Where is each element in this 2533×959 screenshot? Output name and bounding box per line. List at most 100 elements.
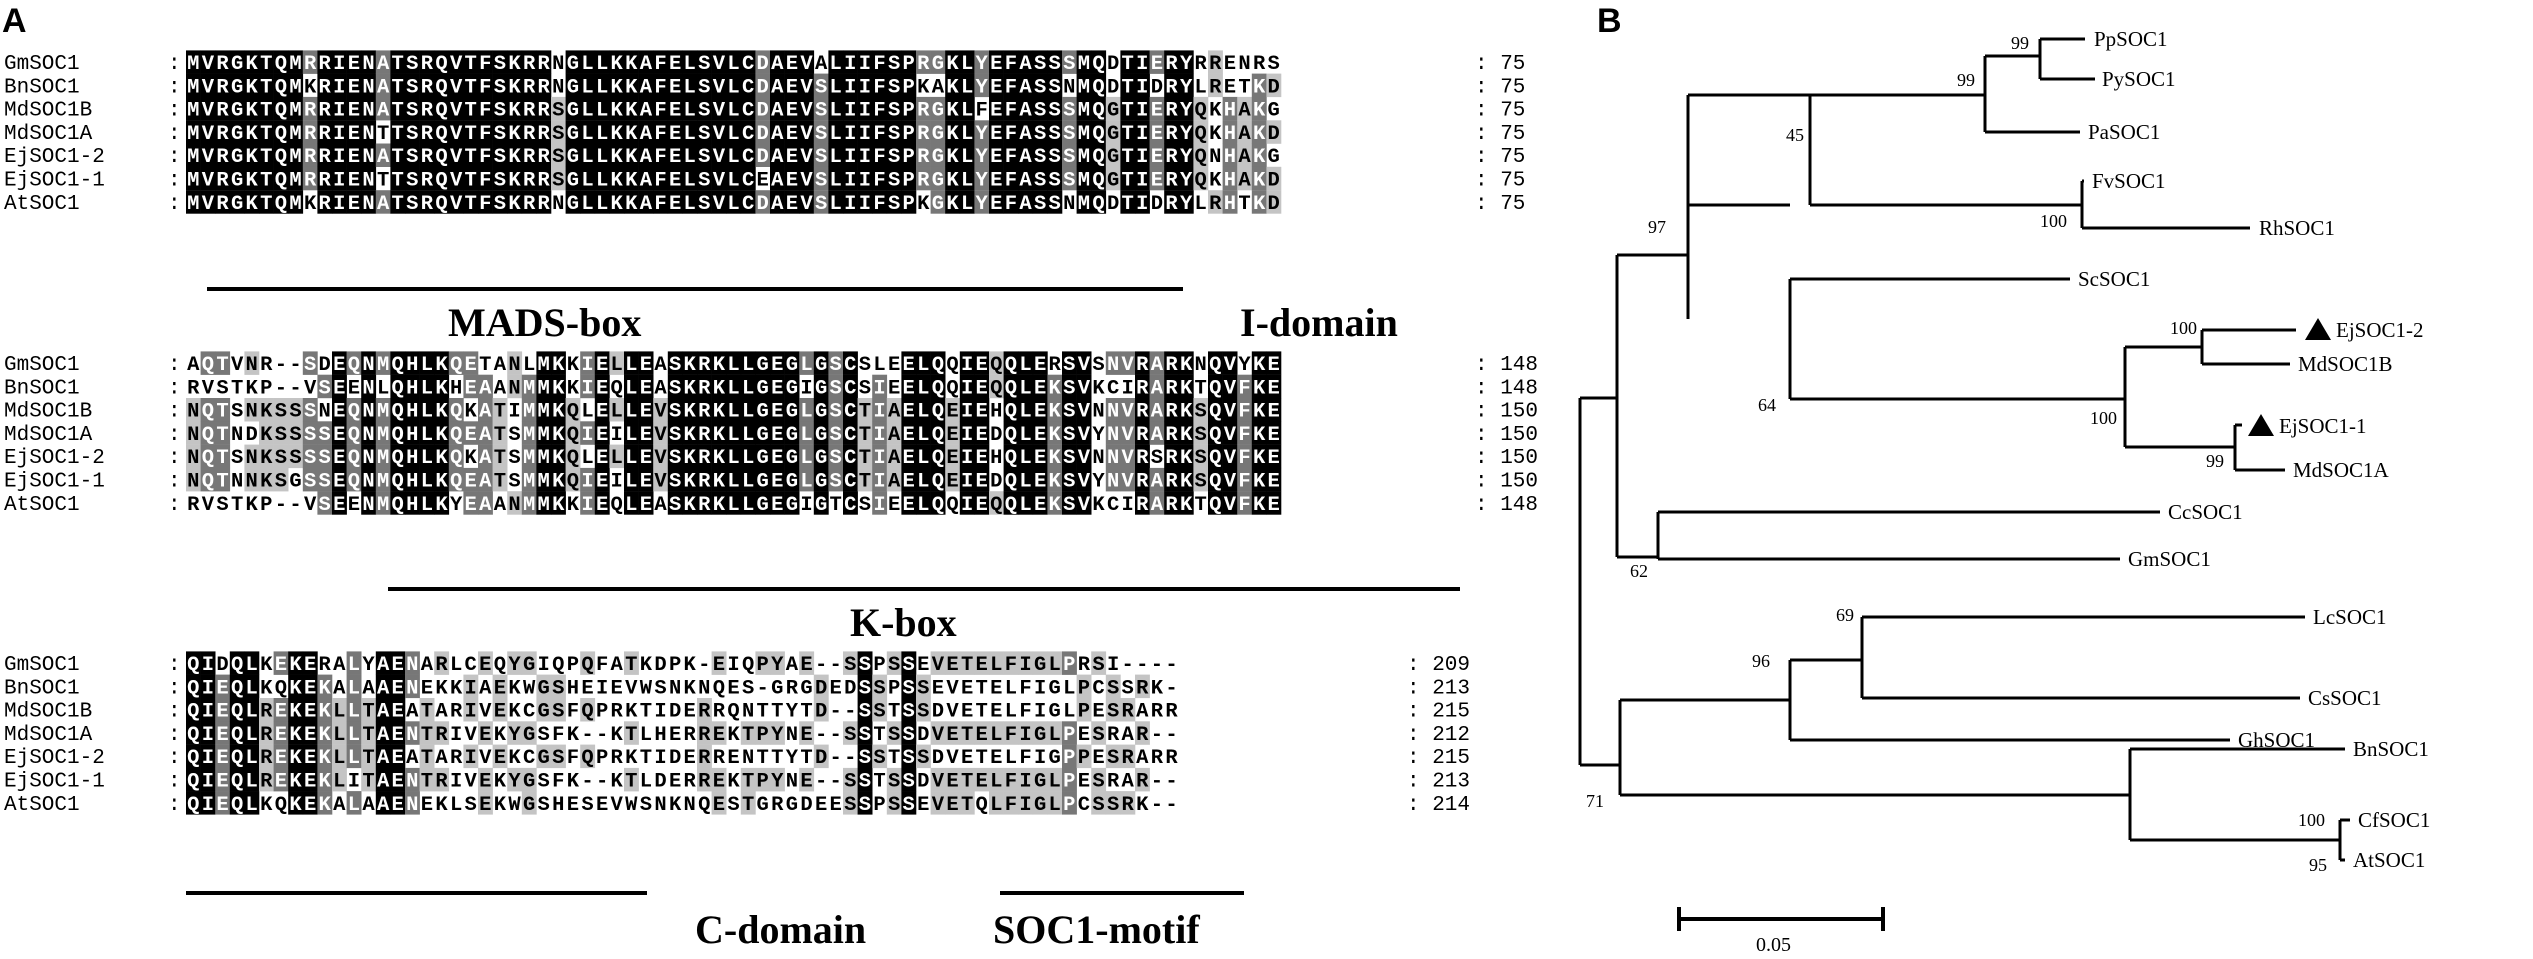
residue: A — [333, 677, 346, 700]
residue: E — [479, 771, 491, 794]
residue: E — [304, 747, 316, 770]
residue-shade — [434, 166, 450, 191]
residue: P — [669, 654, 681, 677]
residue: F — [654, 76, 666, 99]
residue: N — [654, 794, 666, 817]
residue: N — [406, 794, 418, 817]
residue: H — [1224, 123, 1236, 146]
residue: G — [815, 494, 827, 517]
residue: A — [815, 53, 828, 76]
residue: V — [1224, 424, 1237, 447]
taxon-label: CcSOC1 — [2168, 500, 2243, 524]
residue: D — [917, 771, 929, 794]
residue-shade — [215, 190, 231, 214]
residue: E — [1268, 494, 1280, 517]
residue: S — [859, 494, 871, 517]
bootstrap-value: 99 — [1957, 70, 1975, 90]
sequence-end-number: : 148 — [1475, 494, 1538, 517]
residue: Q — [187, 747, 199, 770]
residue: M — [1078, 170, 1090, 193]
residue: P — [567, 654, 579, 677]
residue: F — [654, 100, 666, 123]
residue: S — [1063, 494, 1075, 517]
residue: K — [1092, 377, 1105, 400]
residue: E — [815, 794, 827, 817]
residue: K — [713, 424, 726, 447]
residue: F — [552, 724, 564, 747]
residue: S — [859, 747, 871, 770]
residue: A — [1151, 377, 1164, 400]
residue: R — [698, 747, 711, 770]
residue: T — [1195, 494, 1207, 517]
residue-shade — [697, 143, 712, 167]
residue: S — [917, 677, 929, 700]
residue: N — [1209, 146, 1221, 169]
scale-bar-label: 0.05 — [1756, 934, 1791, 956]
residue-shade — [229, 96, 245, 121]
separator-colon: : — [168, 747, 181, 770]
residue: R — [611, 747, 624, 770]
residue: C — [742, 100, 754, 123]
residue-shade — [580, 120, 596, 144]
residue: S — [859, 354, 871, 377]
residue: N — [1238, 53, 1250, 76]
residue: L — [800, 424, 812, 447]
residue: K — [260, 471, 273, 494]
taxon-label: RhSOC1 — [2259, 216, 2335, 240]
residue-shade — [1003, 190, 1019, 214]
residue-shade — [536, 50, 552, 74]
residue-shade — [638, 190, 654, 214]
residue: K — [1253, 471, 1266, 494]
residue-shade — [857, 96, 873, 121]
residue: S — [1107, 701, 1119, 724]
residue: G — [231, 170, 243, 193]
residue: K — [289, 654, 302, 677]
residue: S — [581, 794, 593, 817]
residue: K — [640, 654, 653, 677]
residue: R — [1165, 123, 1178, 146]
residue: I — [961, 447, 973, 470]
tree-branch — [2200, 328, 2296, 366]
residue: C — [742, 170, 754, 193]
residue: A — [1122, 724, 1135, 747]
residue-shade — [536, 166, 552, 191]
residue: L — [917, 471, 929, 494]
residue: E — [946, 724, 958, 747]
residue-shade — [565, 143, 581, 167]
residue: F — [1005, 100, 1017, 123]
residue: P — [1063, 794, 1075, 817]
residue: V — [713, 100, 726, 123]
residue: E — [669, 170, 681, 193]
residue: Y — [1180, 123, 1193, 146]
residue-shade — [667, 190, 683, 214]
residue: R — [1122, 794, 1135, 817]
residue: D — [757, 100, 769, 123]
residue: I — [859, 146, 871, 169]
tree-branch — [2038, 37, 2095, 81]
residue: S — [494, 53, 506, 76]
residue: V — [1224, 494, 1237, 517]
residue: S — [1049, 123, 1061, 146]
residue: A — [640, 193, 653, 216]
residue: F — [1005, 53, 1017, 76]
residue: M — [523, 377, 535, 400]
residue: K — [1049, 471, 1062, 494]
residue: S — [844, 794, 856, 817]
residue: S — [888, 724, 900, 747]
residue: N — [362, 494, 374, 517]
residue: L — [917, 401, 929, 424]
residue-shade — [799, 166, 815, 191]
residue: - — [757, 677, 769, 700]
residue-shade — [229, 73, 245, 98]
separator-colon: : — [168, 193, 181, 216]
residue: I — [859, 53, 871, 76]
residue: K — [1049, 401, 1062, 424]
k-box-label: K-box — [850, 600, 957, 645]
residue: S — [888, 53, 900, 76]
residue: L — [421, 494, 433, 517]
residue: V — [1078, 494, 1091, 517]
residue: K — [1136, 794, 1149, 817]
residue: I — [202, 724, 214, 747]
residue: E — [946, 794, 958, 817]
residue: Q — [348, 401, 360, 424]
